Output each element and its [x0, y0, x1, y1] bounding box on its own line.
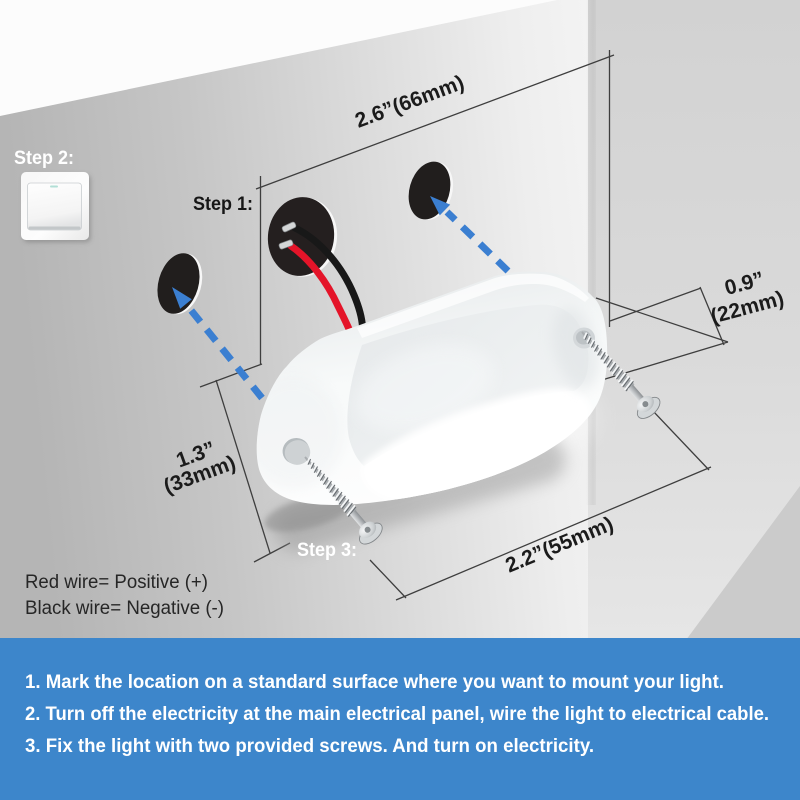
svg-text:1. Mark the location on a stan: 1. Mark the location on a standard surfa… [25, 671, 724, 693]
svg-text:Step 1:: Step 1: [193, 194, 253, 215]
svg-text:Step 3:: Step 3: [297, 540, 357, 561]
svg-text:Black wire= Negative (-): Black wire= Negative (-) [25, 598, 224, 619]
svg-text:Red wire= Positive (+): Red wire= Positive (+) [25, 572, 208, 593]
svg-text:Step 2:: Step 2: [14, 148, 74, 169]
svg-text:3. Fix the light with two prov: 3. Fix the light with two provided screw… [25, 735, 594, 757]
svg-text:2. Turn off the electricity at: 2. Turn off the electricity at the main … [25, 703, 769, 725]
